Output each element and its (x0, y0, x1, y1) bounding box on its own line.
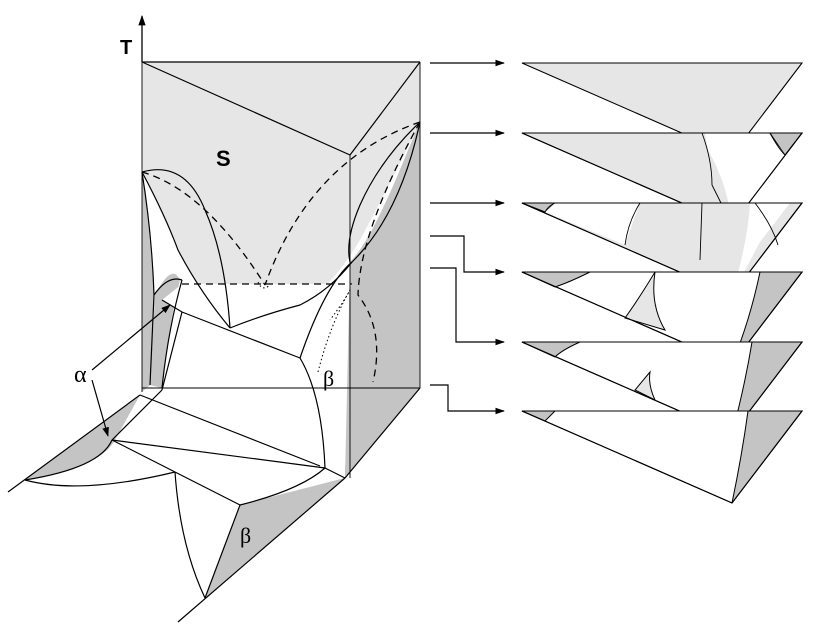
section-1 (521, 62, 804, 156)
prism-front-right-face (345, 120, 420, 478)
prism-edges (7, 61, 421, 623)
alpha-pointers (91, 304, 171, 437)
liquidus-surface (142, 62, 420, 328)
alpha-left-face (142, 172, 154, 392)
section-4 (521, 271, 804, 365)
section-6 (521, 410, 804, 504)
axis-label-t: T (120, 37, 132, 59)
label-solid-region: S (216, 146, 231, 171)
label-alpha: α (74, 362, 87, 388)
bottom-white-flap (175, 472, 240, 598)
temperature-axis: T (120, 14, 146, 62)
solidus-front-surface (112, 312, 325, 505)
prism-3d (7, 61, 421, 623)
section-2 (521, 132, 804, 226)
section-arrows (430, 59, 505, 415)
label-beta-upper: β (323, 366, 334, 391)
label-beta-lower: β (240, 523, 251, 548)
